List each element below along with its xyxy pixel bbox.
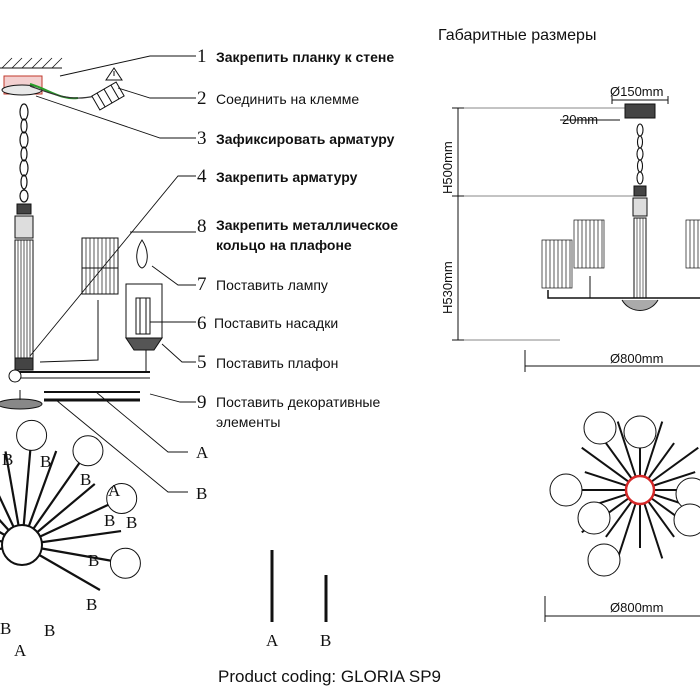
- step-text: Закрепить планку к стене: [216, 49, 394, 65]
- top-ball: [623, 415, 657, 449]
- top-ball: [673, 503, 700, 537]
- rod-samples: [270, 550, 328, 622]
- step-text-line2: кольцо на плафоне: [216, 237, 352, 253]
- dim-offset: 20mm: [562, 112, 598, 127]
- top-ball: [583, 411, 617, 445]
- decor-star-partial: [0, 419, 141, 591]
- dim-width-side: Ø800mm: [610, 351, 663, 366]
- decor-letter-a: A: [14, 641, 27, 660]
- step-text: Поставить декоративные: [216, 394, 380, 410]
- dimension-top-view: [544, 411, 700, 622]
- dimension-side-view: [452, 96, 700, 372]
- step-list: 1 Закрепить планку к стене 2 Соединить н…: [197, 46, 398, 430]
- decor-letter-b: B: [86, 595, 97, 614]
- step-number: 1: [197, 46, 207, 67]
- decor-letter-b: B: [88, 551, 99, 570]
- rod-label-a: A: [266, 631, 279, 650]
- decor-letter-b: B: [2, 450, 13, 469]
- leader-lines: [29, 55, 196, 493]
- part-label-b: B: [196, 484, 207, 503]
- step-number: 6: [197, 313, 207, 334]
- step-text: Закрепить металлическое: [216, 217, 398, 233]
- step-number: 9: [197, 392, 207, 413]
- decor-letter-b: B: [126, 513, 137, 532]
- dim-width-top: Ø800mm: [610, 600, 663, 615]
- decor-ball: [16, 419, 48, 451]
- decor-ball: [72, 435, 104, 467]
- step-number: 4: [197, 166, 207, 187]
- rod-label-b: B: [320, 631, 331, 650]
- decor-letter-b: B: [40, 452, 51, 471]
- side-shade: [573, 219, 605, 269]
- step-text-line2: элементы: [216, 414, 280, 430]
- decor-letter-b: B: [104, 511, 115, 530]
- decor-ball: [109, 547, 141, 579]
- decor-letter-b: B: [44, 621, 55, 640]
- product-coding: Product coding: GLORIA SP9: [218, 667, 441, 686]
- dim-height-top: H500mm: [440, 141, 455, 194]
- step-number: 5: [197, 352, 207, 373]
- step-text: Поставить плафон: [216, 355, 338, 371]
- step-text: Соединить на клемме: [216, 91, 359, 107]
- step-text: Зафиксировать арматуру: [216, 131, 395, 147]
- assembly-drawing: [0, 57, 163, 410]
- step-number: 7: [197, 274, 207, 295]
- dimensions-title: Габаритные размеры: [438, 27, 596, 44]
- top-ball: [587, 543, 621, 577]
- top-ball: [549, 473, 583, 507]
- step-text: Закрепить арматуру: [216, 169, 358, 185]
- step-number: 3: [197, 128, 207, 149]
- top-ball: [577, 501, 611, 535]
- part-label-a: A: [196, 443, 209, 462]
- dim-height-body: H530mm: [440, 261, 455, 314]
- side-shade: [541, 239, 573, 289]
- dim-canopy: Ø150mm: [610, 84, 663, 99]
- decor-letter-a: A: [108, 481, 121, 500]
- decor-letter-b: B: [0, 619, 11, 638]
- step-text: Поставить лампу: [216, 277, 328, 293]
- side-shade: [685, 219, 700, 269]
- step-text: Поставить насадки: [214, 315, 338, 331]
- decor-letter-b: B: [80, 470, 91, 489]
- step-number: 2: [197, 88, 207, 109]
- step-number: 8: [197, 216, 207, 237]
- decor-ball: [106, 483, 138, 515]
